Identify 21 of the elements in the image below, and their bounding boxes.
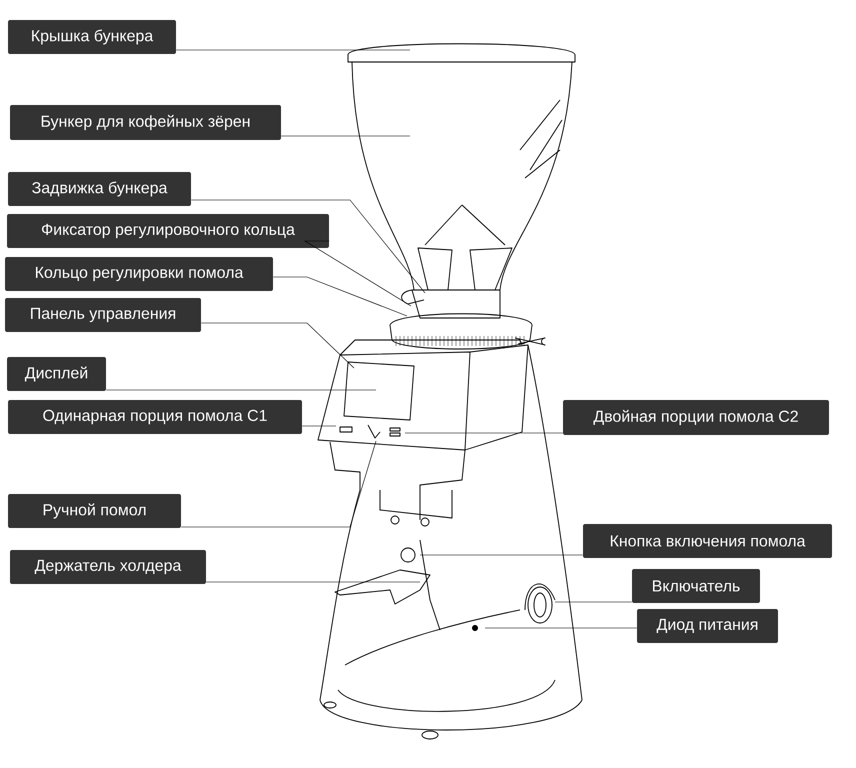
callout-label: Держатель холдера bbox=[10, 550, 206, 584]
callout-label: Двойная порции помола С2 bbox=[563, 400, 829, 435]
callout-label: Фиксатор регулировочного кольца bbox=[7, 214, 329, 248]
callout-label: Диод питания bbox=[637, 609, 778, 643]
callout-label: Включатель bbox=[632, 569, 760, 603]
callout-label: Панель управления bbox=[5, 298, 201, 332]
callout-label: Бункер для кофейных зёрен bbox=[10, 105, 281, 140]
leader-line bbox=[200, 322, 354, 368]
callout-label: Одинарная порция помола С1 bbox=[8, 400, 302, 434]
callout-label: Задвижка бункера bbox=[8, 172, 191, 206]
leader-line bbox=[180, 440, 376, 528]
callout-label: Ручной помол bbox=[8, 494, 181, 528]
leader-line bbox=[404, 432, 564, 434]
leader-line bbox=[420, 554, 584, 556]
leader-line bbox=[272, 276, 408, 316]
callout-label: Кольцо регулировки помола bbox=[5, 257, 273, 291]
callout-label: Крышка бункера bbox=[8, 20, 176, 54]
callout-label: Кнопка включения помола bbox=[583, 524, 832, 558]
leader-line bbox=[190, 200, 426, 294]
leader-line bbox=[304, 240, 412, 306]
callout-label: Дисплей bbox=[7, 357, 106, 391]
